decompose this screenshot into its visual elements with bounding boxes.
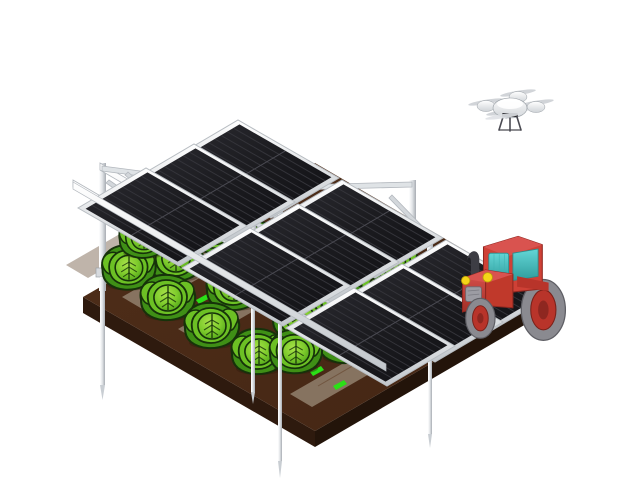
tractor-headlight-left	[461, 275, 471, 286]
solar-row-front-row	[77, 167, 456, 387]
tractor-headlight-right	[482, 272, 493, 283]
drone-propellers-front	[485, 112, 523, 120]
solar-panel-panel-9[interactable]	[285, 287, 456, 387]
tractor-rear-wheel	[520, 278, 567, 341]
drone-landing-legs	[498, 116, 522, 132]
drone[interactable]	[468, 88, 554, 132]
tractor-hood	[461, 269, 514, 313]
tractor-fender	[517, 276, 549, 291]
crop-cabbage	[139, 273, 197, 322]
tractor-front-wheel	[465, 297, 496, 339]
solar-panel-panel-5[interactable]	[229, 203, 400, 303]
tractor-window-side	[512, 248, 539, 281]
crop-cabbage	[183, 301, 241, 350]
canopy-front-rail	[72, 181, 387, 372]
tractor[interactable]	[461, 235, 567, 341]
field-edge-left	[83, 297, 315, 447]
solar-panel-panel-7[interactable]	[77, 167, 248, 267]
